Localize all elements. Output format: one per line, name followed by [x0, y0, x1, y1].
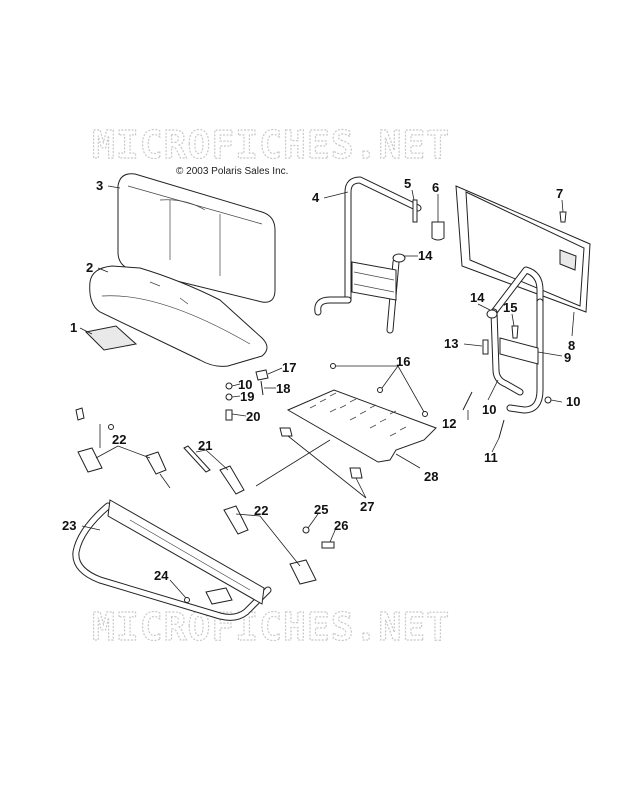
- nut-25: [302, 526, 310, 534]
- screws-16: [330, 363, 428, 417]
- bolt-11: [498, 419, 505, 439]
- callout-9: 9: [564, 350, 571, 365]
- callout-20: 20: [246, 409, 260, 424]
- watermark-bottom: MICROFICHES.NET: [92, 605, 450, 649]
- callout-2: 2: [86, 260, 93, 275]
- callout-14-b: 14: [470, 290, 485, 305]
- seat-base-frame: [72, 499, 272, 621]
- callout-6: 6: [432, 180, 439, 195]
- nut-10-right: [544, 396, 552, 404]
- callout-11: 11: [484, 450, 498, 465]
- callout-27: 27: [360, 499, 374, 514]
- callout-1: 1: [70, 320, 77, 335]
- callout-8: 8: [568, 338, 575, 353]
- callout-24: 24: [154, 568, 169, 583]
- bolt-26: [321, 541, 335, 549]
- callout-4: 4: [312, 190, 320, 205]
- callout-7: 7: [556, 186, 563, 201]
- seat-back: [117, 173, 276, 303]
- cap-14-right: [486, 309, 498, 319]
- callout-16: 16: [396, 354, 410, 369]
- callout-labels: 3 2 1 4 5 6 7 8 9 10 10 10 11 12 13 14 1…: [62, 176, 580, 583]
- cap-14-left: [392, 253, 406, 263]
- grommet-24: [184, 597, 190, 603]
- clip-27-a: [279, 427, 293, 437]
- callout-12: 12: [442, 416, 456, 431]
- screw-7: [559, 211, 567, 223]
- callout-21: 21: [198, 438, 212, 453]
- bolt-left: [75, 407, 85, 421]
- seat-cushion: [89, 265, 268, 367]
- screw-15: [511, 325, 519, 339]
- latches-22: [77, 447, 317, 585]
- callout-22-b: 22: [254, 503, 268, 518]
- callout-26: 26: [334, 518, 348, 533]
- callout-10-b: 10: [566, 394, 580, 409]
- callout-3: 3: [96, 178, 103, 193]
- clip-27-b: [349, 467, 363, 479]
- watermark-top: MICROFICHES.NET: [92, 123, 450, 167]
- callout-14-a: 14: [418, 248, 433, 263]
- cap-6: [431, 221, 445, 241]
- warning-label: [84, 325, 138, 351]
- callout-28: 28: [424, 469, 438, 484]
- callout-25: 25: [314, 502, 328, 517]
- callout-17: 17: [282, 360, 296, 375]
- bolt-12: [462, 391, 473, 411]
- callout-19: 19: [240, 389, 254, 404]
- nut-left: [108, 424, 114, 430]
- floor-plate: [286, 389, 437, 463]
- copyright-notice: © 2003 Polaris Sales Inc.: [176, 166, 288, 177]
- gas-springs: [145, 445, 249, 535]
- callout-5: 5: [404, 176, 411, 191]
- leader-lines: [79, 185, 575, 599]
- callout-10-a: 10: [238, 377, 252, 392]
- callout-15: 15: [503, 300, 517, 315]
- callout-18: 18: [276, 381, 290, 396]
- callout-22-a: 22: [112, 432, 126, 447]
- bolt-13: [482, 339, 489, 355]
- rear-panel: [455, 185, 591, 313]
- callout-10-c: 10: [482, 402, 496, 417]
- bolt-5: [412, 199, 418, 223]
- callout-13: 13: [444, 336, 458, 351]
- callout-23: 23: [62, 518, 76, 533]
- left-side-frame: [314, 176, 422, 334]
- right-side-frame: [490, 266, 544, 414]
